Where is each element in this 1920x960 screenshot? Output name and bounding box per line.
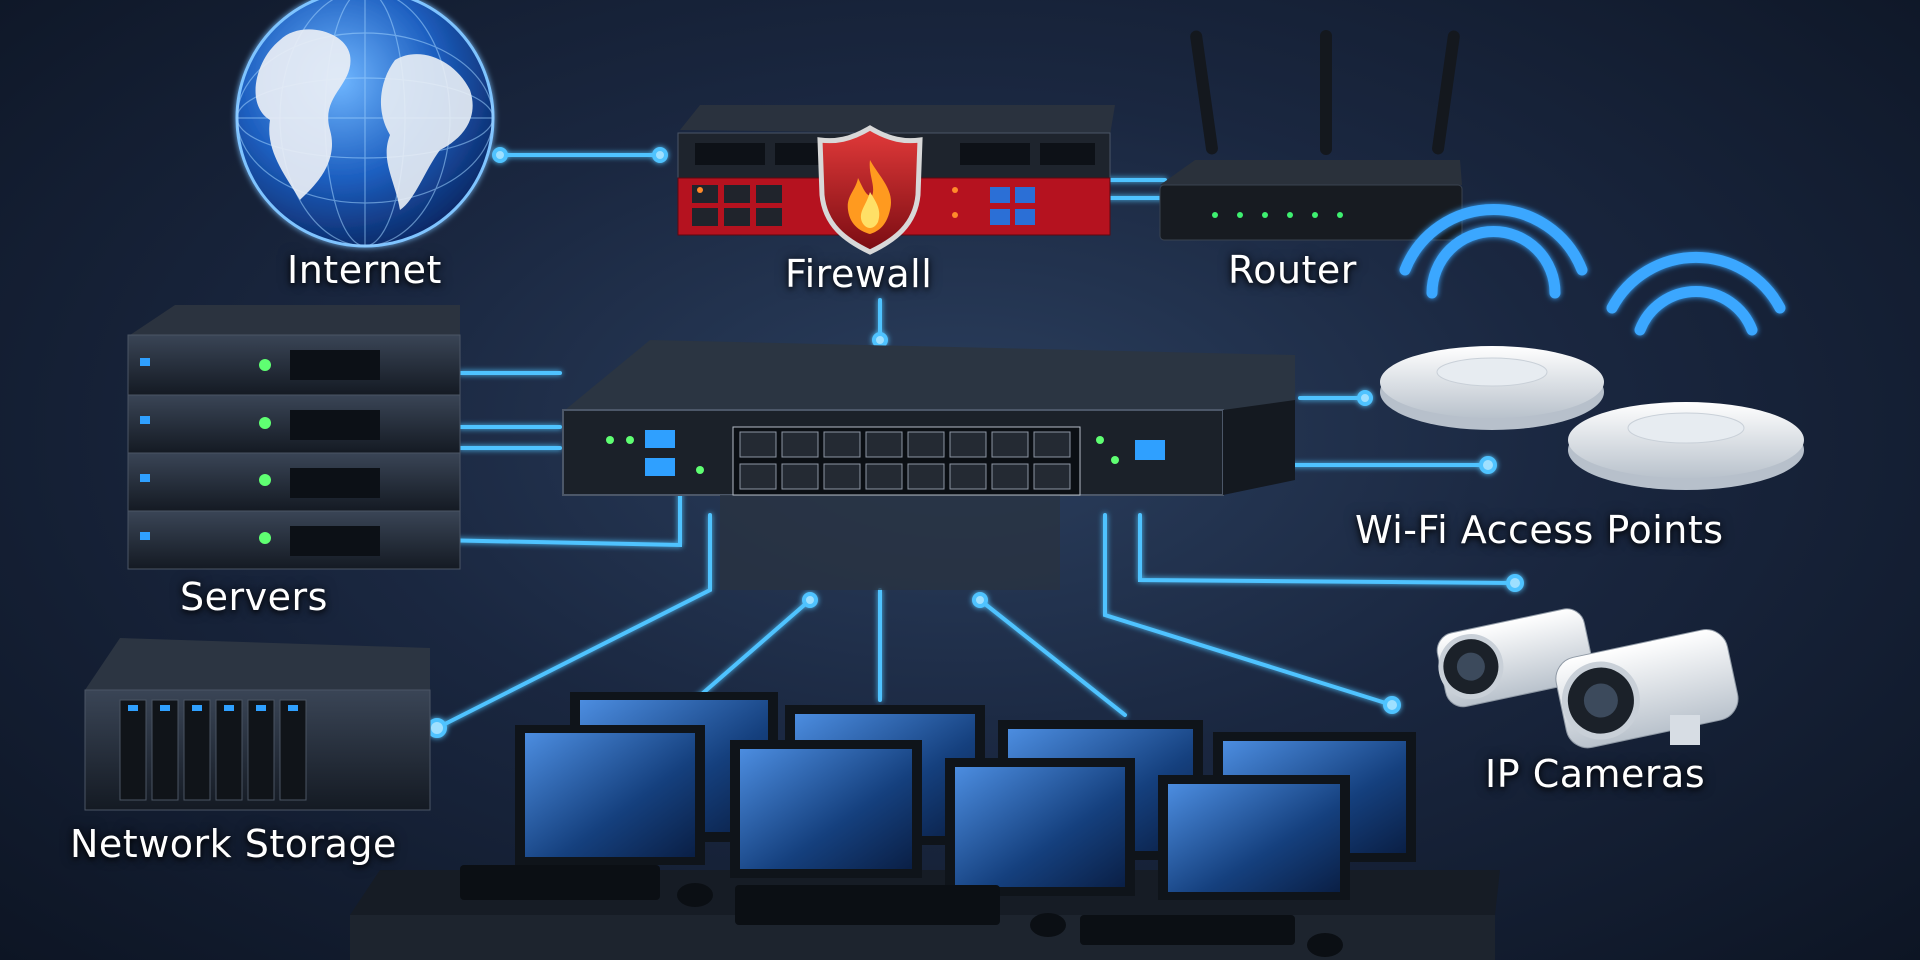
edge-switch-workstation-1 [693, 598, 812, 702]
edge-node-dot [872, 332, 888, 348]
edge-storage-switch [435, 513, 712, 730]
label-internet: Internet [287, 248, 442, 292]
edge-node-dot [972, 592, 988, 608]
label-wifi-access-points: Wi-Fi Access Points [1355, 508, 1724, 552]
shield-flame-icon [817, 125, 923, 255]
edge-node-dot [1506, 574, 1524, 592]
router-icon [1159, 30, 1463, 241]
edge-node-dot [802, 592, 818, 608]
wifi-access-point-icon [1380, 204, 1804, 490]
security-camera-icon [1436, 608, 1739, 749]
edge-server4-switch [433, 483, 682, 548]
nas-icon [84, 638, 431, 811]
edge-node-dot [1479, 456, 1497, 474]
edge-switch-cameras-2 [1103, 513, 1394, 707]
computer-monitor-icon [460, 692, 1416, 957]
network-switch-icon [562, 340, 1295, 590]
edge-node-dot [427, 718, 447, 738]
label-router: Router [1228, 248, 1357, 292]
label-ip-cameras: IP Cameras [1485, 752, 1706, 796]
edge-node-dot [1383, 696, 1401, 714]
edge-node-dot [1357, 390, 1373, 406]
internet-globe-icon [235, 0, 495, 248]
label-network-storage: Network Storage [70, 822, 397, 866]
edge-node-dot [652, 147, 668, 163]
edge-switch-cameras [1138, 513, 1517, 585]
edge-node-dot [492, 147, 508, 163]
label-firewall: Firewall [785, 252, 933, 296]
label-servers: Servers [180, 575, 328, 619]
server-rack-icon [127, 305, 461, 570]
edge-switch-workstation-3 [978, 598, 1127, 717]
